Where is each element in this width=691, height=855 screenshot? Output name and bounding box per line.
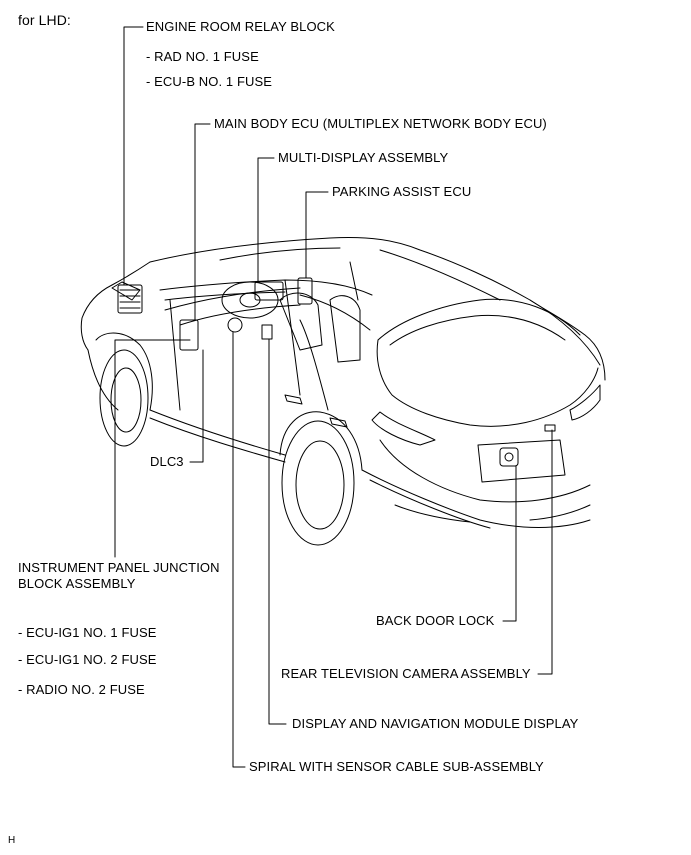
component-shapes — [117, 277, 556, 467]
label-ecu-ig1-no1-fuse: - ECU-IG1 NO. 1 FUSE — [18, 625, 157, 640]
label-back-door-lock: BACK DOOR LOCK — [376, 613, 495, 628]
label-dlc3: DLC3 — [150, 454, 184, 469]
label-parking-assist-ecu: PARKING ASSIST ECU — [332, 184, 472, 199]
car-body — [80, 237, 606, 546]
label-instrument-panel-jb-line1: INSTRUMENT PANEL JUNCTION — [18, 560, 220, 575]
leader-lines — [114, 26, 553, 768]
label-spiral-cable: SPIRAL WITH SENSOR CABLE SUB-ASSEMBLY — [249, 759, 544, 774]
label-rad-no1-fuse: - RAD NO. 1 FUSE — [146, 49, 259, 64]
label-ecu-ig1-no2-fuse: - ECU-IG1 NO. 2 FUSE — [18, 652, 157, 667]
label-ecu-b-no1-fuse: - ECU-B NO. 1 FUSE — [146, 74, 273, 89]
label-main-body-ecu: MAIN BODY ECU (MULTIPLEX NETWORK BODY EC… — [214, 116, 547, 131]
label-multi-display-assembly: MULTI-DISPLAY ASSEMBLY — [278, 150, 449, 165]
variant-label: for LHD: — [18, 12, 71, 28]
label-display-nav-module: DISPLAY AND NAVIGATION MODULE DISPLAY — [292, 716, 579, 731]
label-engine-room-relay-block: ENGINE ROOM RELAY BLOCK — [146, 19, 335, 34]
label-rear-tv-camera: REAR TELEVISION CAMERA ASSEMBLY — [281, 666, 531, 681]
footer-code: H — [8, 835, 16, 846]
label-instrument-panel-jb-line2: BLOCK ASSEMBLY — [18, 576, 136, 591]
label-radio-no2-fuse: - RADIO NO. 2 FUSE — [18, 682, 145, 697]
